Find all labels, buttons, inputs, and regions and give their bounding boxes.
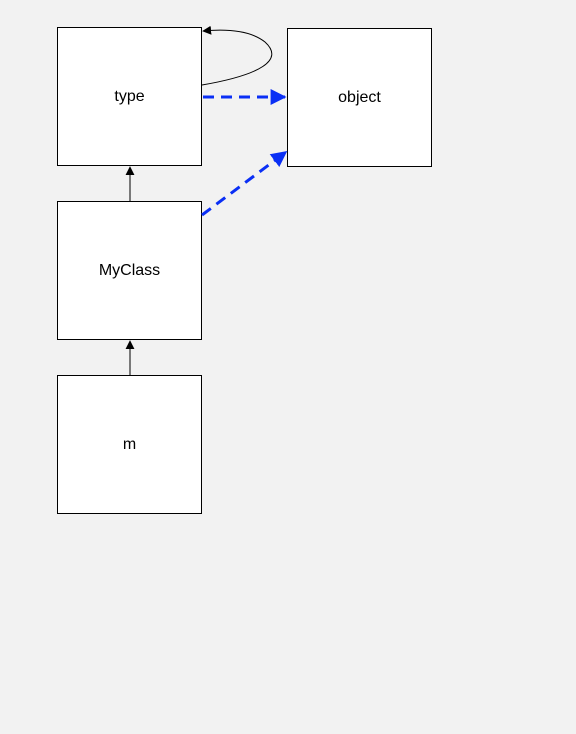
node-m-label: m [122,435,137,453]
node-myclass[interactable]: MyClass [57,201,202,340]
node-myclass-label: MyClass [98,261,161,279]
node-type-label: type [114,87,145,105]
node-object-label: object [338,88,381,106]
edge-myclass-to-object [201,150,288,217]
node-type[interactable]: type [57,27,202,166]
edge-type-self-loop [201,25,273,86]
node-object[interactable]: object [287,28,432,167]
node-m[interactable]: m [57,375,202,514]
